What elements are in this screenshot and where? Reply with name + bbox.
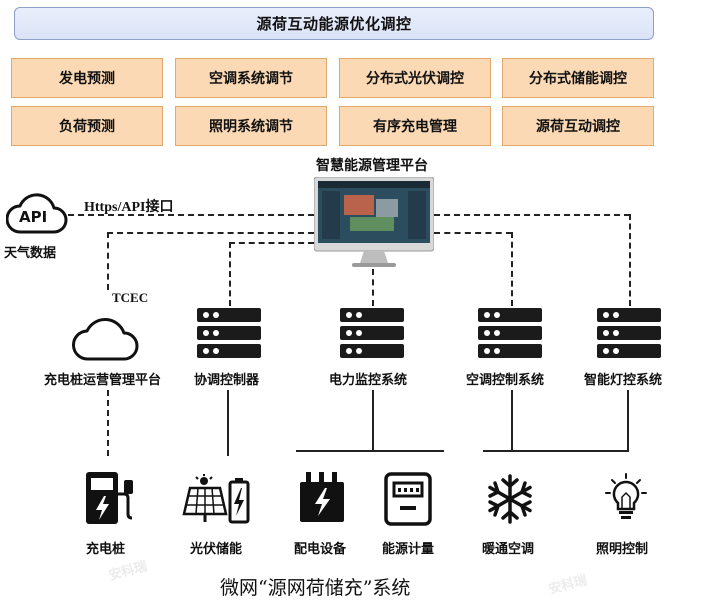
diagram-caption: 微网“源网荷储充”系统 <box>220 577 411 599</box>
device-label: 暖通空调 <box>482 542 535 557</box>
system-label: 智能灯控系统 <box>584 373 663 388</box>
snowflake-icon <box>484 473 536 525</box>
tcec-label: TCEC <box>112 290 149 305</box>
tcec-connection-line-vertical <box>107 232 109 290</box>
device-label: 配电设备 <box>294 542 347 557</box>
server-icon <box>478 308 542 358</box>
pv-connection-line <box>227 390 229 456</box>
device-label: 能源计量 <box>382 542 435 557</box>
solar-battery-icon <box>180 474 252 526</box>
api-connection-label: Https/API接口 <box>84 200 174 215</box>
system-label: 充电桩运营管理平台 <box>44 373 162 388</box>
watermark: 安科瑞 <box>107 559 149 584</box>
charging-pile-icon <box>82 468 138 526</box>
system-label: 空调控制系统 <box>466 373 545 388</box>
cloud-icon <box>72 314 140 364</box>
controller-connection-line <box>229 242 314 244</box>
function-label: 空调系统调节 <box>209 71 293 87</box>
function-box: 发电预测 <box>11 58 163 98</box>
device-label: 充电桩 <box>86 542 126 557</box>
diagram-title: 源荷互动能源优化调控 <box>256 15 412 33</box>
hvac-bus-line-vertical <box>511 390 513 451</box>
light-bulb-icon <box>604 473 648 523</box>
energy-meter-icon <box>384 472 432 526</box>
function-box: 负荷预测 <box>11 106 163 146</box>
function-box: 源荷互动调控 <box>502 106 654 146</box>
device-label: 照明控制 <box>596 542 649 557</box>
function-label: 发电预测 <box>59 71 115 87</box>
watermark: 安科瑞 <box>547 573 589 598</box>
system-label: 协调控制器 <box>194 373 260 388</box>
transformer-icon <box>298 472 346 526</box>
tcec-connection-line <box>107 232 314 234</box>
function-label: 负荷预测 <box>59 119 115 135</box>
function-box: 分布式光伏调控 <box>339 58 491 98</box>
power-bus-line-vertical <box>372 390 374 451</box>
monitor-icon <box>313 176 435 269</box>
lighting-connection-line <box>434 214 630 216</box>
server-icon <box>597 308 661 358</box>
power-bus-line <box>296 450 444 452</box>
device-bus-line <box>483 450 629 452</box>
function-label: 分布式光伏调控 <box>366 71 464 87</box>
function-box: 分布式储能调控 <box>502 58 654 98</box>
function-label: 有序充电管理 <box>373 119 457 135</box>
cloud-api-icon <box>5 190 68 236</box>
platform-label: 智慧能源管理平台 <box>316 158 428 174</box>
function-box: 照明系统调节 <box>175 106 327 146</box>
diagram-title-banner: 源荷互动能源优化调控 <box>14 7 654 40</box>
weather-data-label: 天气数据 <box>4 246 57 261</box>
hvac-connection-line-vertical <box>511 232 513 306</box>
hvac-connection-line <box>434 232 512 234</box>
function-label: 分布式储能调控 <box>529 71 627 87</box>
device-label: 光伏储能 <box>190 542 243 557</box>
charging-connection-line <box>107 390 109 456</box>
power-connection-line <box>372 269 374 306</box>
function-label: 源荷互动调控 <box>536 119 620 135</box>
lighting-bus-line-vertical <box>627 390 629 451</box>
api-text: API <box>19 208 48 226</box>
function-box: 有序充电管理 <box>339 106 491 146</box>
system-label: 电力监控系统 <box>329 373 408 388</box>
function-label: 照明系统调节 <box>209 119 293 135</box>
function-box: 空调系统调节 <box>175 58 327 98</box>
server-icon <box>340 308 404 358</box>
server-icon <box>197 308 261 358</box>
lighting-connection-line-vertical <box>629 214 631 306</box>
controller-connection-line-vertical <box>229 242 231 306</box>
api-connection-line <box>68 214 314 216</box>
